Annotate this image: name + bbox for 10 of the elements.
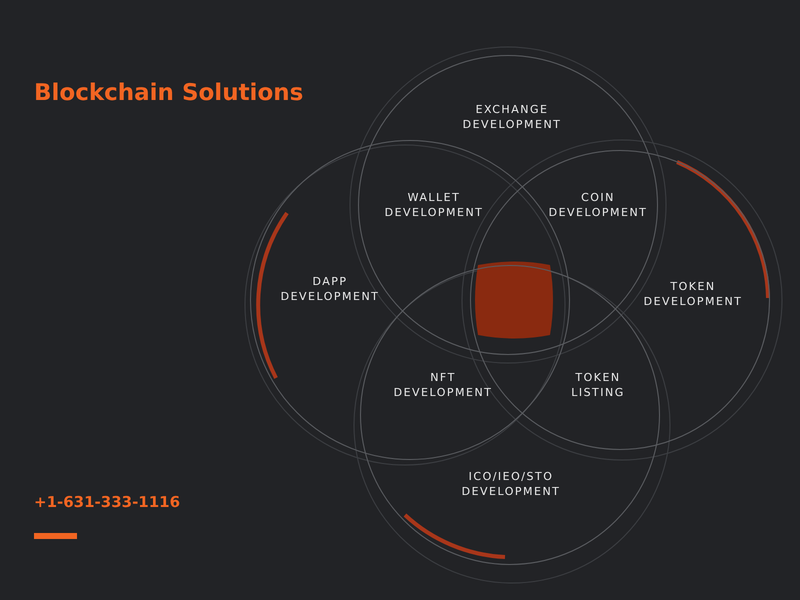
region-label: WALLET DEVELOPMENT [384, 190, 484, 220]
region-label: TOKEN DEVELOPMENT [642, 279, 744, 309]
region-label: EXCHANGE DEVELOPMENT [462, 102, 562, 132]
region-label: COIN DEVELOPMENT [548, 190, 648, 220]
region-label: DAPP DEVELOPMENT [280, 274, 380, 304]
phone-number: +1-631-333-1116 [34, 495, 180, 510]
title: Blockchain Solutions [34, 80, 304, 106]
region-label: ICO/IEO/STO DEVELOPMENT [460, 469, 562, 499]
region-label: TOKEN LISTING [570, 370, 626, 400]
region-label: NFT DEVELOPMENT [393, 370, 493, 400]
